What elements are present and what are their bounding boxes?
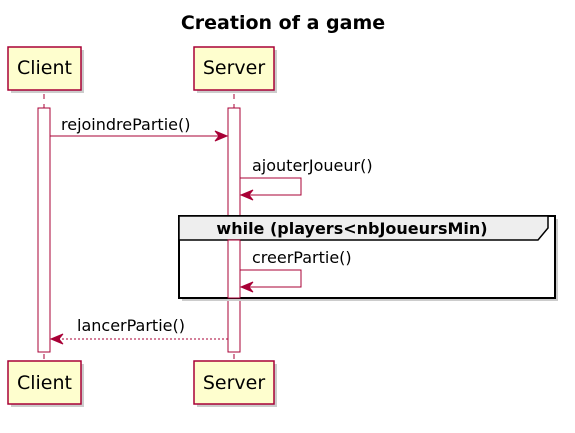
message-ajouter-joueur: ajouterJoueur()	[239, 156, 373, 201]
arrowhead-icon	[239, 189, 254, 201]
message-label: ajouterJoueur()	[252, 156, 373, 175]
loop-label-tab	[178, 215, 549, 241]
client-activation-bar	[37, 107, 51, 353]
participant-client-top: Client	[7, 46, 84, 93]
loop-condition-label: while (players<nbJoueursMin)	[216, 219, 487, 238]
message-label: rejoindrePartie()	[61, 115, 190, 134]
arrowhead-icon	[239, 281, 254, 293]
participant-server-top: Server	[193, 46, 277, 93]
participant-server-label: Server	[203, 372, 265, 394]
participant-server-label: Server	[203, 57, 265, 79]
arrowhead-icon	[214, 130, 229, 142]
message-label: lancerPartie()	[77, 316, 185, 335]
loop-frame: while (players<nbJoueursMin)	[178, 215, 558, 301]
participant-client-label: Client	[17, 372, 72, 394]
message-rejoindre-partie: rejoindrePartie()	[50, 115, 229, 142]
participant-client-label: Client	[17, 57, 72, 79]
server-activation-bar-overlay	[227, 239, 241, 299]
message-label: creerPartie()	[252, 248, 352, 267]
message-creer-partie: creerPartie()	[239, 248, 352, 293]
arrowhead-icon	[49, 333, 64, 345]
diagram-title: Creation of a game	[181, 12, 385, 34]
participant-server-bottom: Server	[193, 360, 277, 407]
participant-client-bottom: Client	[7, 360, 84, 407]
message-lancer-partie: lancerPartie()	[49, 316, 228, 345]
